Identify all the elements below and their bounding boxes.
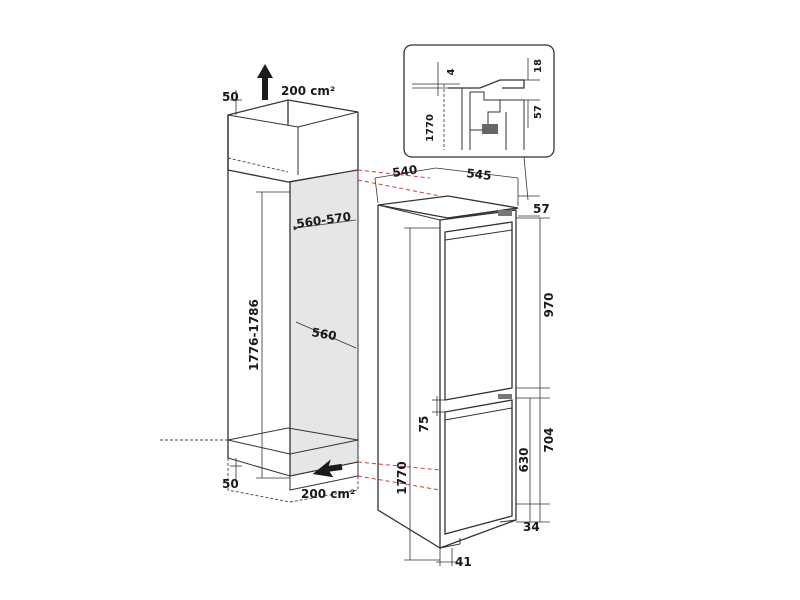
bottom-dimension: [436, 548, 456, 566]
right-dimensions: [516, 217, 550, 523]
appliance-body: [377, 195, 519, 550]
detail-1770-label: 1770: [425, 114, 436, 142]
freezer-704-label: 704: [542, 427, 556, 452]
top-vent: [230, 64, 273, 115]
vent-bottom-offset-label: 50: [222, 477, 239, 491]
cabinet-niche: [160, 99, 359, 503]
detail-inset: [403, 44, 555, 158]
vent-top-area-label: 200 cm²: [281, 84, 335, 98]
detail-4-label: 4: [446, 68, 457, 75]
niche-height-label: 1776-1786: [247, 299, 261, 371]
detail-57-label: 57: [533, 105, 544, 119]
detail-18-label: 18: [533, 59, 544, 73]
fridge-door-label: 970: [542, 292, 556, 317]
bottom-41-label: 41: [455, 555, 472, 569]
top-57-label: 57: [533, 202, 550, 216]
bottom-vent: [230, 458, 343, 482]
left-dimensions: [404, 227, 445, 561]
right-arrow-icon: [312, 459, 343, 478]
foot-34-label: 34: [523, 520, 540, 534]
width-545-label: 545: [466, 166, 493, 183]
alignment-guides: [357, 169, 441, 491]
niche-width-dimension: [293, 219, 357, 231]
vent-top-offset-label: 50: [222, 90, 239, 104]
vent-bottom-area-label: 200 cm²: [301, 487, 355, 501]
detail-leader: [523, 156, 529, 201]
top-dimensions: [374, 167, 540, 217]
niche-depth-dimension: [295, 321, 357, 349]
depth-540-label: 540: [391, 163, 418, 180]
niche-depth-label: 560: [310, 325, 337, 343]
height-1770-label: 1770: [395, 461, 409, 494]
fridge-door: [444, 221, 513, 401]
freezer-door: [444, 399, 513, 535]
freezer-door-label: 630: [517, 447, 531, 472]
gap-75-label: 75: [417, 416, 431, 433]
niche-height-dimension: [256, 191, 290, 479]
up-arrow-icon: [257, 64, 273, 100]
